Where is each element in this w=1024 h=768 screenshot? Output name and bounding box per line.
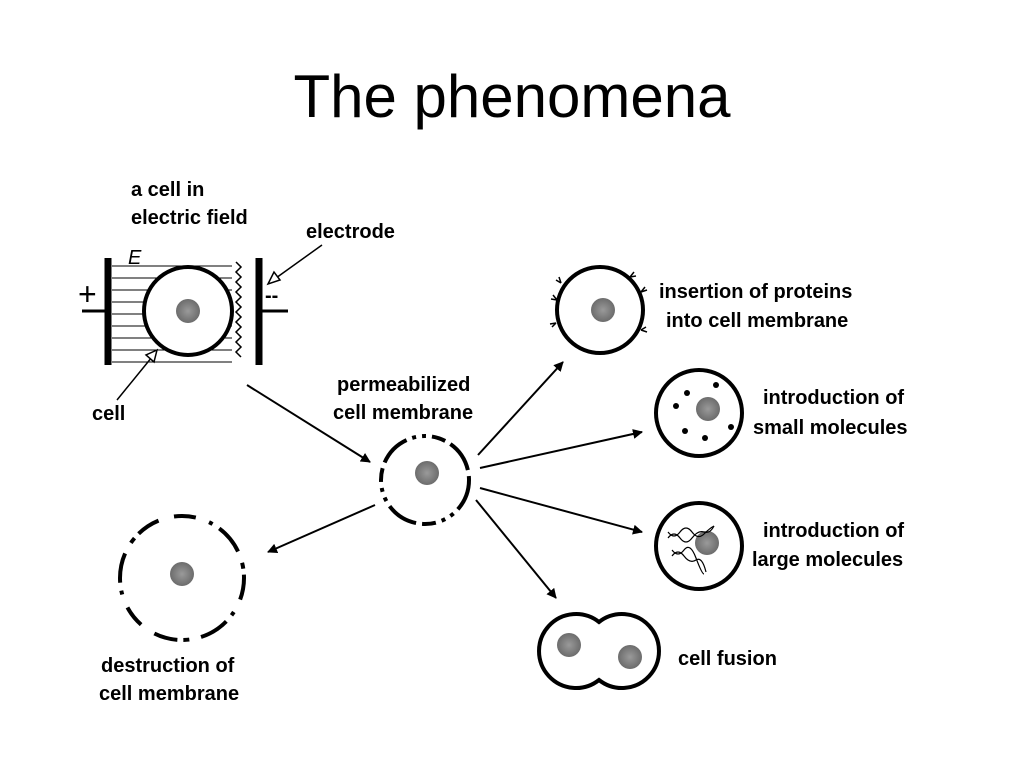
permeabilized-membrane xyxy=(379,434,471,526)
small-molecules-label-line1: introduction of xyxy=(763,387,904,409)
large-molecules-label-line1: introduction of xyxy=(763,520,904,542)
arrow-to-small-molecules xyxy=(479,429,643,469)
arrow-to-proteins xyxy=(477,361,564,456)
permeabilized-label-line1: permeabilized xyxy=(337,374,470,396)
cell-pointer-line xyxy=(116,356,153,401)
small-molecules-nucleus xyxy=(696,397,720,421)
fusion-label: cell fusion xyxy=(678,648,777,670)
fused-cell-nucleus-right xyxy=(618,645,642,669)
permeabilized-cell-group: permeabilized cell membrane xyxy=(333,374,473,526)
membrane-proteins xyxy=(549,271,648,333)
minus-sign: -- xyxy=(265,285,278,307)
permeabilized-label-line2: cell membrane xyxy=(333,402,473,424)
arrow-to-fusion xyxy=(475,499,557,599)
cell-label: cell xyxy=(92,403,125,425)
plus-sign: + xyxy=(78,276,97,312)
destroyed-nucleus xyxy=(170,562,194,586)
large-molecules-group: introduction of large molecules xyxy=(654,501,904,591)
protein-cell-nucleus xyxy=(591,298,615,322)
slide-title: The phenomena xyxy=(293,63,731,130)
large-molecules-nucleus xyxy=(695,531,719,555)
electrode-pointer-line xyxy=(275,244,323,279)
destruction-label-line1: destruction of xyxy=(101,655,235,677)
cell-in-field-label-line1: a cell in xyxy=(131,179,204,201)
small-molecules-label-line2: small molecules xyxy=(753,417,908,439)
destruction-group: destruction of cell membrane xyxy=(99,514,246,705)
cell-in-field-group: a cell in electric field E + -- electrod… xyxy=(78,179,395,425)
arrow-to-destruction xyxy=(267,504,376,553)
process-arrows xyxy=(246,361,643,599)
small-molecules-group: introduction of small molecules xyxy=(654,368,908,458)
fused-cell-nucleus-left xyxy=(557,633,581,657)
charge-zigzag xyxy=(234,261,243,358)
cell-pointer-head xyxy=(144,348,159,364)
fused-cell-membrane xyxy=(537,612,661,690)
protein-insertion-group: insertion of proteins into cell membrane xyxy=(549,265,852,355)
arrow-to-permeabilized xyxy=(246,384,371,463)
arrow-to-large-molecules xyxy=(479,487,643,535)
cell-in-field-label-line2: electric field xyxy=(131,207,248,229)
destruction-label-line2: cell membrane xyxy=(99,683,239,705)
cell-fusion-group: cell fusion xyxy=(537,612,777,690)
dna-strands xyxy=(667,525,715,575)
cell-in-field-nucleus xyxy=(176,299,200,323)
permeabilized-nucleus xyxy=(415,461,439,485)
field-symbol-label: E xyxy=(128,247,142,269)
large-molecules-label-line2: large molecules xyxy=(752,549,903,571)
proteins-label-line2: into cell membrane xyxy=(666,310,848,332)
small-molecule-dots xyxy=(673,382,734,441)
electrode-pointer-head xyxy=(266,270,282,286)
destroyed-membrane xyxy=(118,514,246,642)
proteins-label-line1: insertion of proteins xyxy=(659,281,852,303)
electrode-label: electrode xyxy=(306,221,395,243)
